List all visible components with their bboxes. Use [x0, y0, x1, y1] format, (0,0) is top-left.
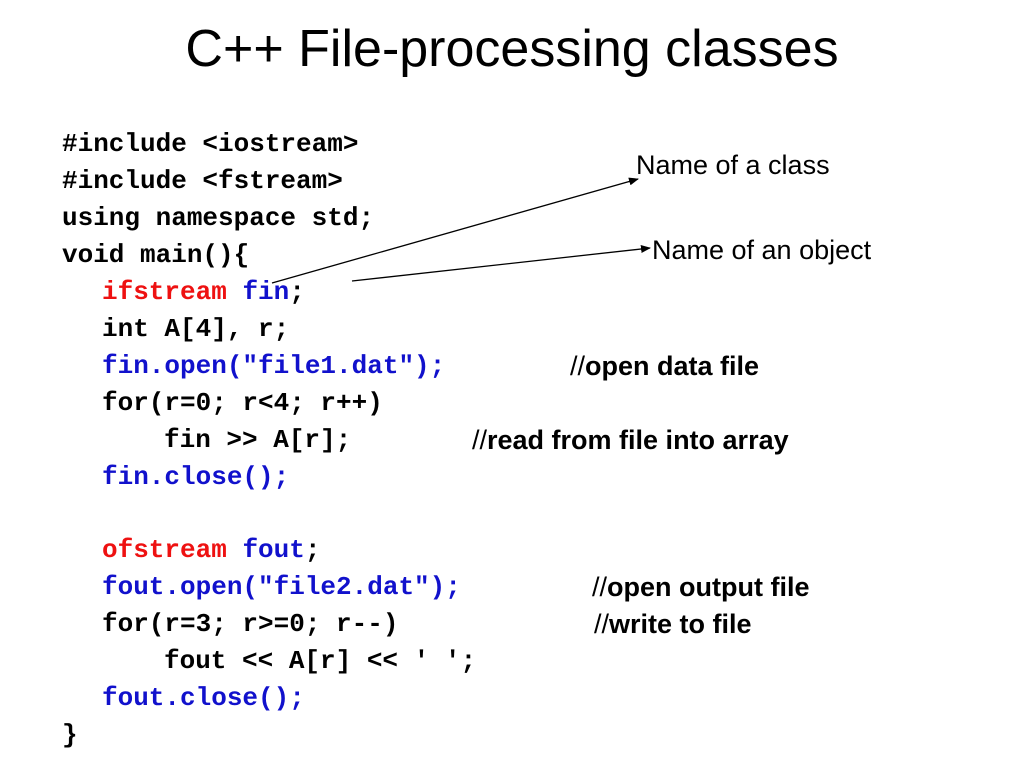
object-name-fout: fout — [242, 535, 305, 565]
code-line-write-statement: fout << A[r] << ' '; — [164, 646, 477, 676]
comment-slashes: // — [472, 425, 488, 455]
statement-terminator: ; — [289, 277, 305, 307]
comment-text: read from file into array — [487, 425, 789, 455]
arrow-to-class-label — [271, 177, 639, 284]
comment-slashes: // — [594, 609, 610, 639]
statement-terminator: ; — [304, 535, 321, 565]
code-line-write-loop: for(r=3; r>=0; r--) — [102, 609, 399, 639]
code-line-fout-close: fout.close(); — [102, 683, 305, 713]
code-line-using-namespace: using namespace std; — [62, 203, 375, 233]
class-name-ifstream: ifstream — [102, 277, 227, 307]
comment-write-to-file: //write to file — [594, 606, 752, 642]
comment-read-from-file: //read from file into array — [472, 422, 789, 458]
code-line-fin-open: fin.open("file1.dat"); — [102, 351, 446, 381]
code-line-ofstream-declaration: ofstream fout; — [62, 532, 320, 568]
code-line-main-signature: void main(){ — [62, 240, 250, 270]
code-line-read-loop: for(r=0; r<4; r++) — [102, 388, 383, 418]
annotation-name-of-class: Name of a class — [636, 150, 830, 180]
code-line-fout-open: fout.open("file2.dat"); — [102, 572, 461, 602]
class-name-ofstream: ofstream — [102, 535, 227, 565]
code-line-include-iostream: #include <iostream> — [62, 129, 359, 159]
comment-text: write to file — [609, 609, 752, 639]
comment-open-data-file: //open data file — [570, 348, 759, 384]
arrow-to-object-label — [351, 245, 651, 282]
comment-slashes: // — [570, 351, 586, 381]
object-name-fin: fin — [242, 277, 290, 307]
code-line-fin-close: fin.close(); — [102, 462, 290, 492]
code-line-read-statement: fin >> A[r]; — [164, 425, 352, 455]
comment-slashes: // — [592, 572, 608, 602]
slide-title: C++ File-processing classes — [185, 20, 839, 78]
comment-open-output-file: //open output file — [592, 569, 809, 605]
code-line-array-declaration: int A[4], r; — [102, 314, 290, 344]
code-line-ifstream-declaration: ifstream fin; — [62, 274, 305, 310]
code-line-closing-brace: } — [62, 720, 78, 750]
annotation-name-of-object: Name of an object — [652, 235, 872, 265]
code-line-include-fstream: #include <fstream> — [62, 166, 343, 196]
comment-text: open data file — [585, 351, 760, 381]
comment-text: open output file — [607, 572, 810, 602]
